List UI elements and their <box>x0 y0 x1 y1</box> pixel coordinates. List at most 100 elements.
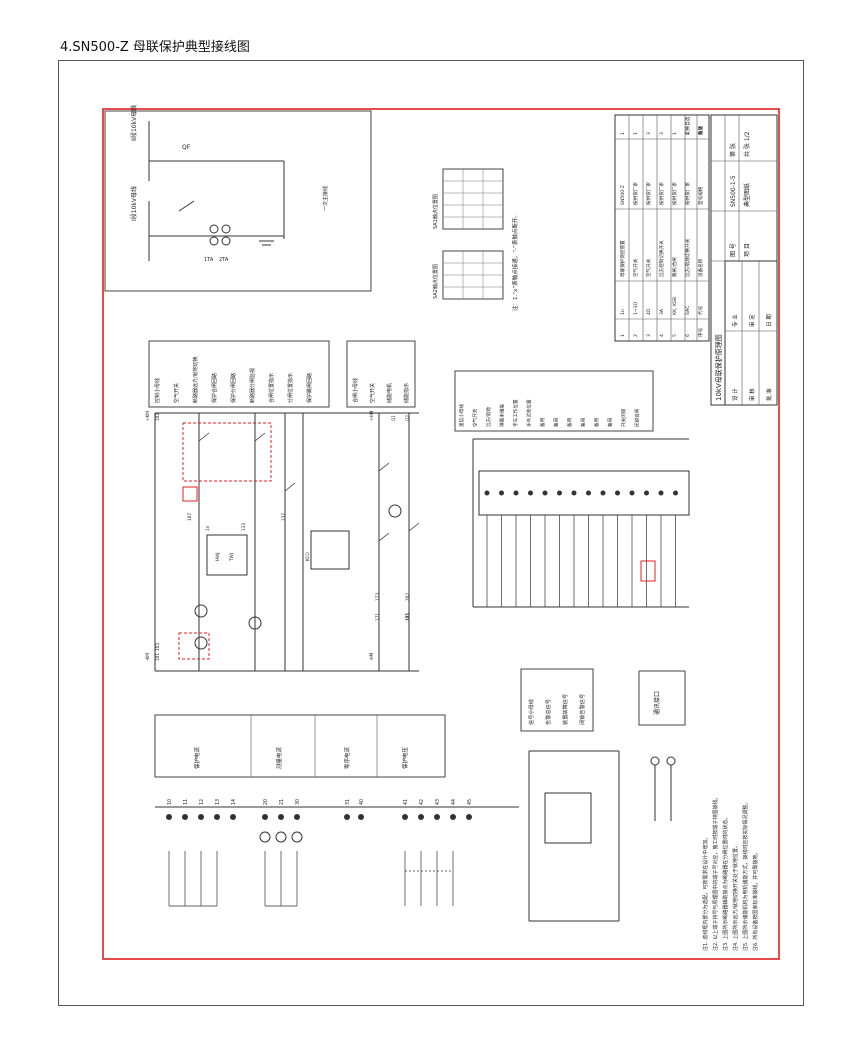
ac-terminal-number: 20 <box>263 799 269 805</box>
equipment-cell: 1 <box>633 132 639 135</box>
ac-terminal-number: 42 <box>419 799 425 805</box>
wire-label: 103 <box>155 643 160 651</box>
wire-label: 1n <box>205 525 210 531</box>
optional-box-1 <box>182 422 272 482</box>
relay-box-2 <box>310 530 350 570</box>
ammeter-1 <box>259 831 271 843</box>
alarm-legend-item: 信号小母线 <box>527 699 535 725</box>
equipment-cell: 1 <box>620 334 626 337</box>
role-field-label: 日 期 <box>766 314 773 327</box>
wire-label: 101 <box>155 653 160 661</box>
control-legend-item: 合闸位置指示 <box>268 373 275 403</box>
io-legend-item: 遥信小母线 <box>458 404 465 427</box>
comm-terminal-1 <box>650 756 660 766</box>
ac-terminal-number: 12 <box>199 799 205 805</box>
sheet-label: 第 张 <box>729 143 737 157</box>
equipment-cell: 切换自选 <box>684 116 691 135</box>
role-label: 批 准 <box>765 388 773 401</box>
ac-terminal-dot <box>214 814 220 820</box>
equipment-cell: 按供货厂家 <box>684 182 691 205</box>
io-legend-item: 备用 <box>539 417 546 427</box>
terminal-kk-3 <box>248 616 262 630</box>
io-legend-item: 备用 <box>553 417 560 427</box>
wire-label: 202 <box>405 593 410 601</box>
control-legend-item: 保护合闸回路 <box>211 373 218 403</box>
ac-terminal-dot <box>166 814 172 820</box>
ac-terminal-dot <box>294 814 300 820</box>
note-line: 注3. 上图所示断路器辅助接点为断路器在分闸位置时的状态。 <box>722 815 729 951</box>
switch-tables: SA1触点位置图 SA2触点位置图 注：1.“x”表触点接通，“-”表触点断开。 <box>432 168 519 311</box>
wire-label: -HM <box>369 652 374 661</box>
wire-label: +KM <box>145 411 150 421</box>
relay-box-1 <box>206 534 248 576</box>
optional-io-marker <box>640 560 656 582</box>
ac-terminal-dot <box>182 814 188 820</box>
io-legend-item: 闭锁合闸 <box>634 408 641 427</box>
wire-label: TWJ <box>229 553 234 562</box>
equipment-cell: 3 <box>646 334 652 337</box>
note-line: 注1. 虚线框内部分为选配，可按需求在设计中增加。 <box>702 835 709 951</box>
ac-terminal-number: 21 <box>279 799 285 805</box>
io-legend-item: 备用 <box>566 417 573 427</box>
terminal-kk-1 <box>194 604 208 618</box>
ac-terminal-dot <box>344 814 350 820</box>
ac-terminal-number: 31 <box>345 799 351 805</box>
io-circuit: 遥信小母线空气开关远方/就地弹簧未储能手车工作位置手车试验位置备用备用备用备用备… <box>454 370 690 608</box>
alarm-circuit: 信号小母线告警总信号装置故障信号闭锁告警信号 <box>520 668 620 922</box>
ac-terminal-dot <box>198 814 204 820</box>
io-terminal-dot <box>542 490 548 496</box>
equipment-cell: 5 <box>672 334 678 337</box>
equipment-cell: 按供货厂家 <box>645 182 652 205</box>
role-label: 审 核 <box>748 388 756 401</box>
equipment-header-cell: 序号 <box>697 327 704 337</box>
wire-label: +HM <box>369 410 374 421</box>
motor-symbol <box>388 504 402 518</box>
signal-legend-item: 合闸小母线 <box>352 378 359 403</box>
drawing-title: 10kV母联保护原理图 <box>714 334 723 401</box>
ac-terminal-number: 41 <box>403 799 409 805</box>
io-terminal-dot <box>629 490 635 496</box>
wire-label: 175 <box>405 613 410 621</box>
wire-label: 133 <box>241 523 246 531</box>
io-terminal-dot <box>484 490 490 496</box>
control-legend-item: 断路器分闸监视 <box>249 368 256 403</box>
ac-terminal-dot <box>466 814 472 820</box>
equipment-cell: KK, KSB <box>672 297 678 315</box>
ac-terminal-dot <box>450 814 456 820</box>
drawing-no-label: 图 号 <box>730 243 737 257</box>
signal-legend-item: 储能指示 <box>403 383 410 403</box>
equipment-cell: 2 <box>633 334 639 337</box>
io-legend-item: 远方/就地 <box>485 407 492 427</box>
io-terminal-dot <box>615 490 620 496</box>
comm-label: 通讯接口 <box>653 691 661 715</box>
io-terminal-dot <box>557 490 562 496</box>
io-terminal-dot <box>528 490 533 496</box>
io-terminal-dot <box>600 490 606 496</box>
ac-terminal-number: 13 <box>215 799 221 805</box>
wire-label: 137 <box>281 513 286 521</box>
label-2ta: 2TA <box>219 257 229 263</box>
sheet-total: 共 张 1/2 <box>743 131 751 157</box>
control-circuit: 控制小母线空气开关断路器远方/就地切换保护合闸回路保护分闸回路断路器分闸监视合闸… <box>145 340 420 672</box>
role-field-label: 专 业 <box>731 314 739 327</box>
ammeter-3 <box>291 831 303 843</box>
wire-label: HWJ <box>215 552 220 561</box>
ac-terminal-dot <box>278 814 284 820</box>
equipment-cell: 1 <box>672 132 678 135</box>
wire-label: 107 <box>187 513 192 521</box>
io-terminal-dot <box>513 490 519 496</box>
role-field-label: 审 定 <box>748 314 756 327</box>
control-legend-item: 分闸位置指示 <box>287 373 294 403</box>
equipment-cell: 远方/就地切换开关 <box>684 238 691 277</box>
equipment-cell: 按供货厂家 <box>658 182 665 205</box>
equipment-cell: 远方控制切换开关 <box>658 240 665 277</box>
signal-legend-item: 空气开关 <box>369 383 376 403</box>
alarm-legend-item: 装置故障信号 <box>561 694 569 725</box>
terminal-kk-2 <box>194 636 208 650</box>
io-legend-item: 备用 <box>580 417 587 427</box>
wire-label: 171 <box>375 613 380 621</box>
ac-terminal-dot <box>358 814 364 820</box>
control-legend-item: 断路器远方/就地切换 <box>192 356 199 403</box>
ac-terminal-dot <box>230 814 236 820</box>
